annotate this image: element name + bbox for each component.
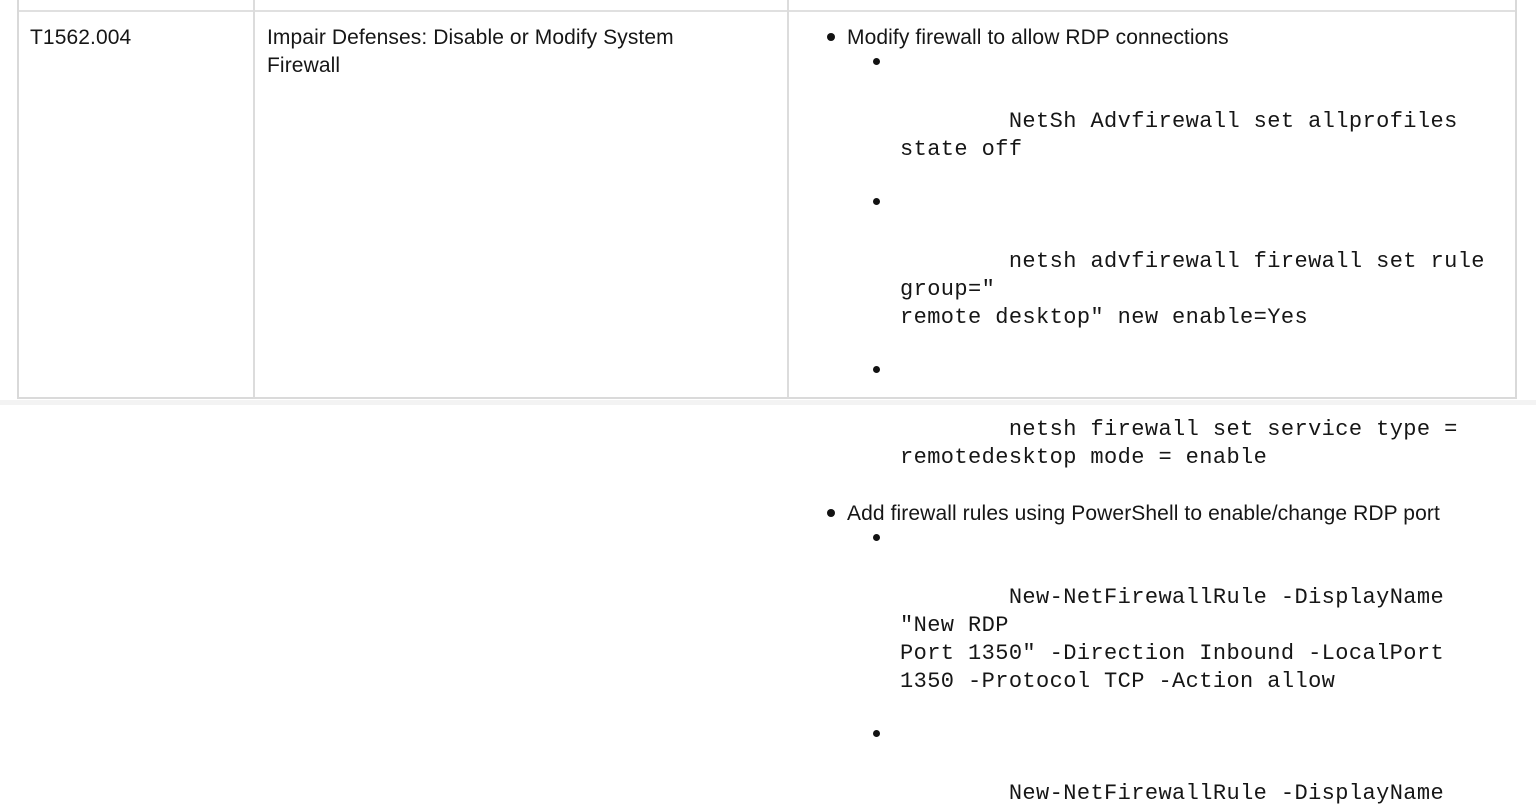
command-text: New-NetFirewallRule -DisplayName "New RD…	[900, 585, 1458, 694]
command-text: netsh advfirewall firewall set rule grou…	[900, 249, 1499, 330]
command-item: netsh advfirewall firewall set rule grou…	[789, 192, 1501, 360]
bullet-icon	[827, 33, 835, 41]
bullet-icon	[827, 509, 835, 517]
bullet-icon	[873, 58, 880, 65]
bullet-icon	[873, 366, 880, 373]
command-text: NetSh Advfirewall set allprofiles state …	[900, 109, 1471, 162]
previous-row-cell	[19, 0, 255, 12]
command-item: New-NetFirewallRule -DisplayName "New RD…	[789, 528, 1501, 724]
previous-row-cell	[789, 0, 1515, 12]
page-bottom-divider	[0, 400, 1536, 405]
bullet-icon	[873, 730, 880, 737]
bullet-icon	[873, 534, 880, 541]
command-item: New-NetFirewallRule -DisplayName "New RD…	[789, 724, 1501, 810]
technique-id: T1562.004	[30, 24, 243, 52]
command-text: netsh firewall set service type = remote…	[900, 417, 1458, 470]
command-item: NetSh Advfirewall set allprofiles state …	[789, 52, 1501, 192]
command-text: New-NetFirewallRule -DisplayName "New RD…	[900, 781, 1458, 810]
procedure-item: Add firewall rules using PowerShell to e…	[789, 500, 1501, 528]
attack-technique-table: T1562.004 Impair Defenses: Disable or Mo…	[17, 0, 1517, 399]
procedure-label: Add firewall rules using PowerShell to e…	[847, 502, 1440, 525]
technique-name-cell: Impair Defenses: Disable or Modify Syste…	[255, 12, 789, 397]
procedures-cell: Modify firewall to allow RDP connections…	[789, 12, 1515, 397]
previous-row-cell	[255, 0, 789, 12]
bullet-icon	[873, 198, 880, 205]
procedure-label: Modify firewall to allow RDP connections	[847, 26, 1229, 49]
technique-id-cell: T1562.004	[19, 12, 255, 397]
table-row: T1562.004 Impair Defenses: Disable or Mo…	[19, 12, 1515, 399]
procedure-item: Modify firewall to allow RDP connections	[789, 24, 1501, 52]
technique-name: Impair Defenses: Disable or Modify Syste…	[267, 24, 775, 80]
previous-table-row	[19, 0, 1515, 12]
command-item: netsh firewall set service type = remote…	[789, 360, 1501, 500]
